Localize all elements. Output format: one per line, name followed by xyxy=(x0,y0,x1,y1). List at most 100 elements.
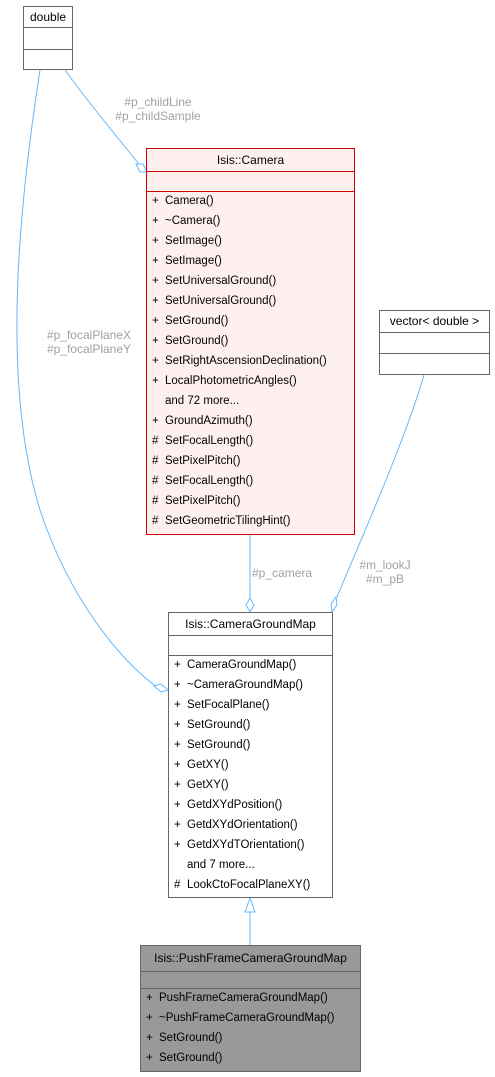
member-name: ~CameraGroundMap() xyxy=(187,679,304,691)
member-row[interactable]: +LocalPhotometricAngles() xyxy=(147,371,354,391)
member-row[interactable]: # LookCtoFocalPlaneXY() xyxy=(169,875,332,895)
member-visibility: + xyxy=(174,659,181,671)
member-row[interactable]: + CameraGroundMap() xyxy=(169,655,332,675)
edge-label-look-j: #m_lookJ xyxy=(359,558,411,572)
member-name: GroundAzimuth() xyxy=(165,415,253,427)
aggregation-diamond-focal xyxy=(152,683,170,693)
class-camera-ground-map-title: Isis::CameraGroundMap xyxy=(185,617,316,631)
member-name: SetImage() xyxy=(165,235,222,247)
member-visibility: + xyxy=(152,215,159,227)
member-name: SetUniversalGround() xyxy=(165,295,277,307)
member-visibility: + xyxy=(152,235,159,247)
member-row[interactable]: +GetXY() xyxy=(169,755,332,775)
member-visibility: + xyxy=(174,839,181,851)
member-row[interactable]: +~CameraGroundMap() xyxy=(169,675,332,695)
member-row[interactable]: +SetGround() xyxy=(141,1028,360,1048)
member-row[interactable]: + GetXY() xyxy=(169,775,332,795)
class-vector-title: vector< double > xyxy=(389,314,480,328)
aggregation-diamond-look xyxy=(330,595,338,614)
member-row[interactable]: and 7 more... xyxy=(169,855,332,875)
edge-label-m-pb: #m_pB xyxy=(365,572,405,586)
member-row[interactable]: + SetRightAscensionDeclination() xyxy=(147,351,354,371)
member-row[interactable]: + SetUniversalGround() xyxy=(147,291,354,311)
member-row[interactable]: +GetdXYdPosition() xyxy=(169,795,332,815)
member-row[interactable]: + PushFrameCameraGroundMap() xyxy=(141,988,360,1008)
member-name: SetGeometricTilingHint() xyxy=(165,515,291,527)
member-name: SetGround() xyxy=(187,719,251,731)
member-name: LookCtoFocalPlaneXY() xyxy=(187,879,311,891)
member-visibility: # xyxy=(152,515,159,527)
member-name: SetGround() xyxy=(159,1052,223,1064)
member-row[interactable]: +SetGround() xyxy=(141,1048,360,1068)
member-row[interactable]: +SetGround() xyxy=(169,735,332,755)
member-row[interactable]: +Camera() xyxy=(147,191,354,211)
member-name: CameraGroundMap() xyxy=(187,659,297,671)
member-row[interactable]: +SetGround() xyxy=(147,311,354,331)
member-row[interactable]: # SetPixelPitch() xyxy=(147,491,354,511)
member-name: and 72 more... xyxy=(165,395,240,407)
edge-label-focal: #p_focalPlaneX #p_focalPlaneY xyxy=(36,328,142,356)
member-visibility: # xyxy=(152,455,159,467)
member-name: PushFrameCameraGroundMap() xyxy=(159,992,328,1004)
member-name: SetGround() xyxy=(159,1032,223,1044)
member-visibility: + xyxy=(174,739,181,751)
member-visibility: # xyxy=(174,879,181,891)
class-camera[interactable]: Isis::Camera +Camera()+~Camera()+SetImag… xyxy=(146,148,355,535)
member-row[interactable]: +GetdXYdTOrientation() xyxy=(169,835,332,855)
member-visibility: + xyxy=(152,295,159,307)
member-row[interactable]: +~Camera() xyxy=(147,211,354,231)
edge-label-child-sample: #p_childSample xyxy=(115,109,201,123)
member-row[interactable]: + SetImage() xyxy=(147,231,354,251)
class-camera-title: Isis::Camera xyxy=(216,153,285,167)
edge-label-camera: #p_camera xyxy=(252,566,322,580)
member-row[interactable]: and 72 more... xyxy=(147,391,354,411)
member-name: Camera() xyxy=(165,195,214,207)
member-row[interactable]: +SetUniversalGround() xyxy=(147,271,354,291)
edge-child-line xyxy=(64,69,143,169)
member-row[interactable]: # SetGeometricTilingHint() xyxy=(147,511,354,531)
member-visibility: # xyxy=(152,435,159,447)
member-name: LocalPhotometricAngles() xyxy=(165,375,297,387)
member-name: ~PushFrameCameraGroundMap() xyxy=(159,1012,335,1024)
member-name: SetRightAscensionDeclination() xyxy=(165,355,327,367)
member-visibility: # xyxy=(152,495,159,507)
member-visibility: + xyxy=(152,255,159,267)
member-visibility: + xyxy=(152,355,159,367)
edge-label-focal-y: #p_focalPlaneY xyxy=(46,342,132,356)
class-vector[interactable]: vector< double > xyxy=(379,310,490,375)
class-camera-members: +Camera()+~Camera()+SetImage()+SetImage(… xyxy=(147,191,354,531)
member-row[interactable]: # SetFocalLength() xyxy=(147,431,354,451)
member-row[interactable]: #SetPixelPitch() xyxy=(147,451,354,471)
member-row[interactable]: +GetdXYdOrientation() xyxy=(169,815,332,835)
member-name: SetFocalLength() xyxy=(165,435,254,447)
class-push-frame-members: + PushFrameCameraGroundMap() + ~PushFrameCa… xyxy=(141,988,360,1068)
member-row[interactable]: + ~PushFrameCameraGroundMap() xyxy=(141,1008,360,1028)
class-push-frame-camera-ground-map[interactable]: Isis::PushFrameCameraGroundMap + PushFram… xyxy=(140,945,361,1072)
class-double[interactable]: double xyxy=(23,6,73,70)
member-visibility: + xyxy=(152,415,159,427)
member-row[interactable]: +SetFocalPlane() xyxy=(169,695,332,715)
member-visibility: + xyxy=(174,799,181,811)
edge-label-child-line: #p_childLine xyxy=(124,95,192,109)
edge-label-look: #m_lookJ #m_pB xyxy=(352,558,418,586)
member-name: GetXY() xyxy=(187,779,229,791)
member-row[interactable]: +SetGround() xyxy=(147,331,354,351)
edge-label-child: #p_childLine #p_childSample xyxy=(108,95,208,123)
inheritance-arrowhead xyxy=(244,896,256,913)
member-row[interactable]: + GroundAzimuth() xyxy=(147,411,354,431)
member-visibility: + xyxy=(146,992,153,1004)
edge-look xyxy=(336,374,425,598)
class-camera-ground-map[interactable]: Isis::CameraGroundMap + CameraGroundMap()… xyxy=(168,612,333,898)
member-visibility: + xyxy=(146,1012,153,1024)
member-row[interactable]: #SetFocalLength() xyxy=(147,471,354,491)
member-visibility: + xyxy=(174,779,181,791)
class-push-frame-title: Isis::PushFrameCameraGroundMap xyxy=(154,951,347,965)
member-row[interactable]: + SetImage() xyxy=(147,251,354,271)
member-visibility: + xyxy=(174,719,181,731)
member-name: and 7 more... xyxy=(187,859,255,871)
class-double-title: double xyxy=(30,10,67,24)
member-name: SetImage() xyxy=(165,255,222,267)
member-row[interactable]: + SetGround() xyxy=(169,715,332,735)
member-name: SetPixelPitch() xyxy=(165,495,241,507)
